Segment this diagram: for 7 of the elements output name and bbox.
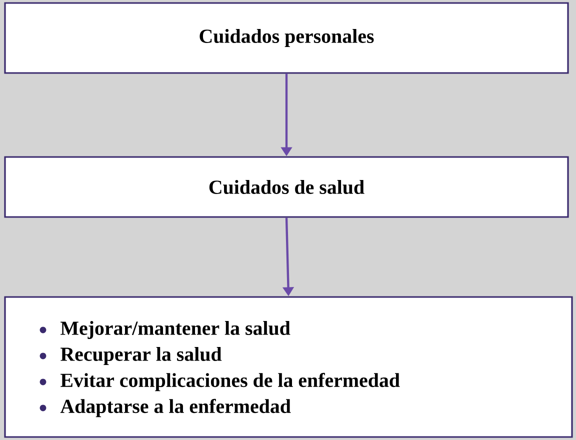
list-item: Evitar complicaciones de la enfermedad (60, 372, 400, 392)
process-box: Cuidados de salud (4, 156, 569, 218)
list-item: Mejorar/mantener la salud (60, 320, 290, 340)
list-item: Recuperar la salud (60, 346, 222, 366)
list-item: Adaptarse a la enfermedad (60, 398, 291, 418)
list-box (4, 296, 573, 438)
process-box: Cuidados personales (4, 2, 569, 74)
